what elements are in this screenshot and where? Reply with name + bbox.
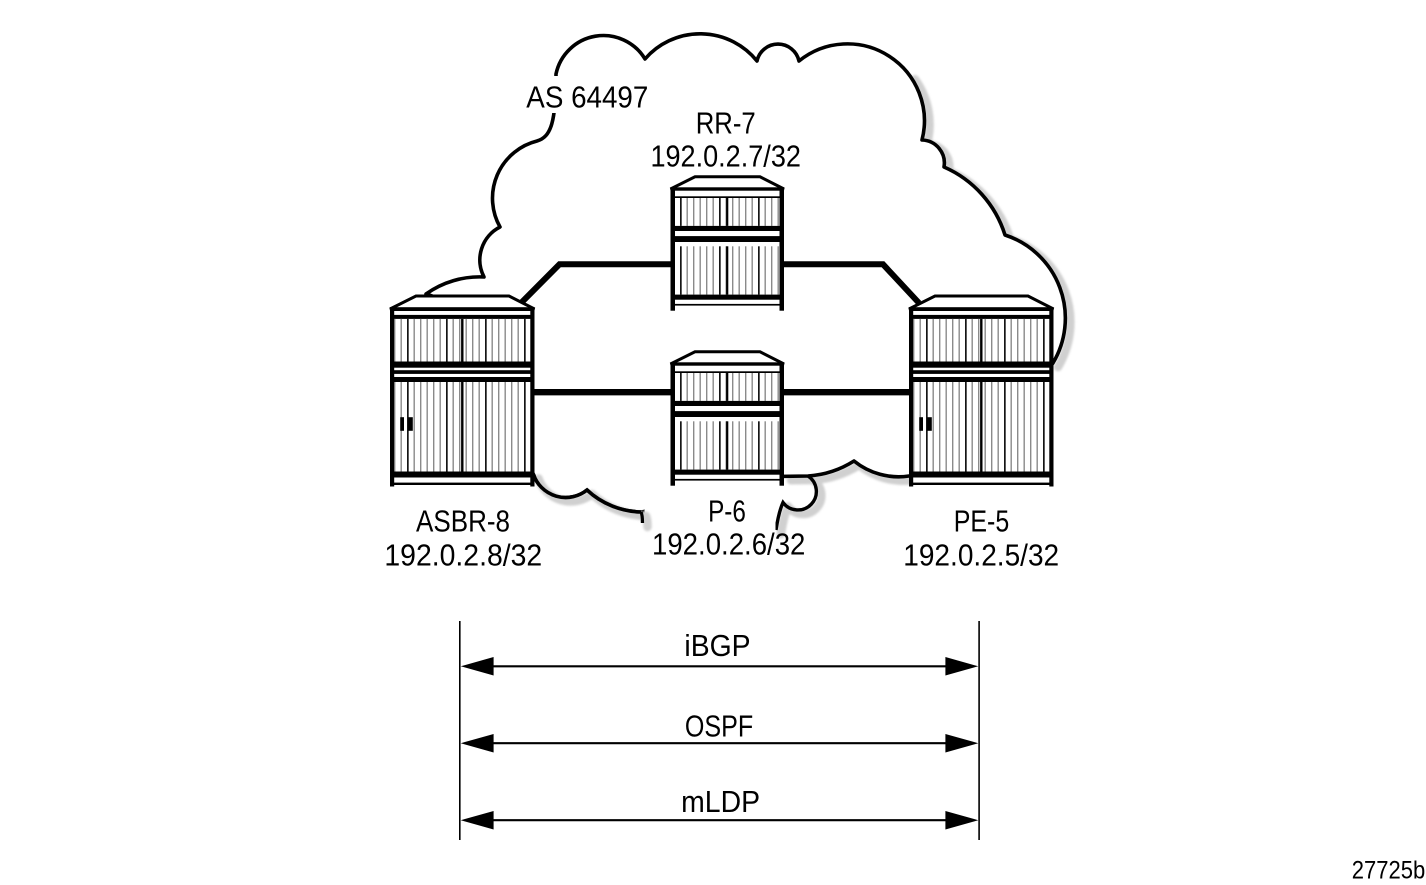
svg-text:192.0.2.7/32: 192.0.2.7/32 [650,139,801,174]
svg-text:AS 64497: AS 64497 [526,79,648,114]
svg-text:P-6: P-6 [708,494,746,529]
svg-text:RR-7: RR-7 [696,106,756,141]
svg-text:192.0.2.8/32: 192.0.2.8/32 [384,538,542,573]
svg-text:mLDP: mLDP [681,784,760,819]
svg-text:iBGP: iBGP [684,628,750,663]
svg-text:192.0.2.6/32: 192.0.2.6/32 [652,527,805,562]
svg-text:ASBR-8: ASBR-8 [416,504,510,539]
svg-text:192.0.2.5/32: 192.0.2.5/32 [903,538,1059,573]
svg-text:OSPF: OSPF [685,709,753,744]
svg-text:27725b: 27725b [1352,856,1426,884]
svg-text:PE-5: PE-5 [954,504,1010,539]
